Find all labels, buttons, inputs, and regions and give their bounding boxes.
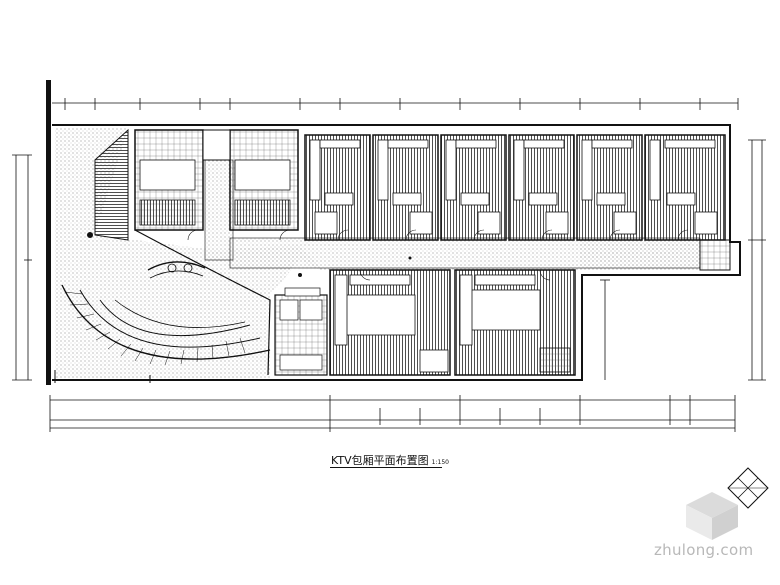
sofa-furniture-top	[309, 139, 718, 235]
bottom-dimension	[49, 395, 736, 432]
section-marks	[87, 232, 412, 277]
north-arrow-icon	[727, 467, 769, 509]
lobby-feature-wall	[94, 128, 129, 241]
lobby-curved-wall	[134, 229, 271, 376]
top-dimension	[52, 98, 739, 110]
drawing-title-text: KTV包厢平面布置图	[331, 454, 429, 467]
lobby-floor	[55, 128, 700, 378]
small-rooms-top-left	[134, 129, 299, 231]
left-dimension	[12, 154, 32, 381]
reception-desk	[147, 261, 206, 279]
service-rooms	[274, 287, 328, 376]
left-wall	[46, 80, 51, 385]
door-swings	[187, 229, 689, 281]
right-dimension	[600, 139, 766, 381]
stair-right	[699, 239, 731, 271]
ktv-rooms-bottom-row	[329, 269, 576, 376]
bottom-left-wall	[54, 370, 151, 383]
title-underline	[330, 467, 442, 468]
drawing-scale: 1:150	[431, 459, 449, 466]
corridor	[229, 237, 701, 269]
curved-staircase	[61, 284, 271, 366]
building-outline	[52, 124, 741, 381]
watermark-logo	[686, 492, 738, 540]
corridor-vertical	[204, 159, 234, 261]
watermark-text: zhulong.com	[654, 541, 754, 559]
